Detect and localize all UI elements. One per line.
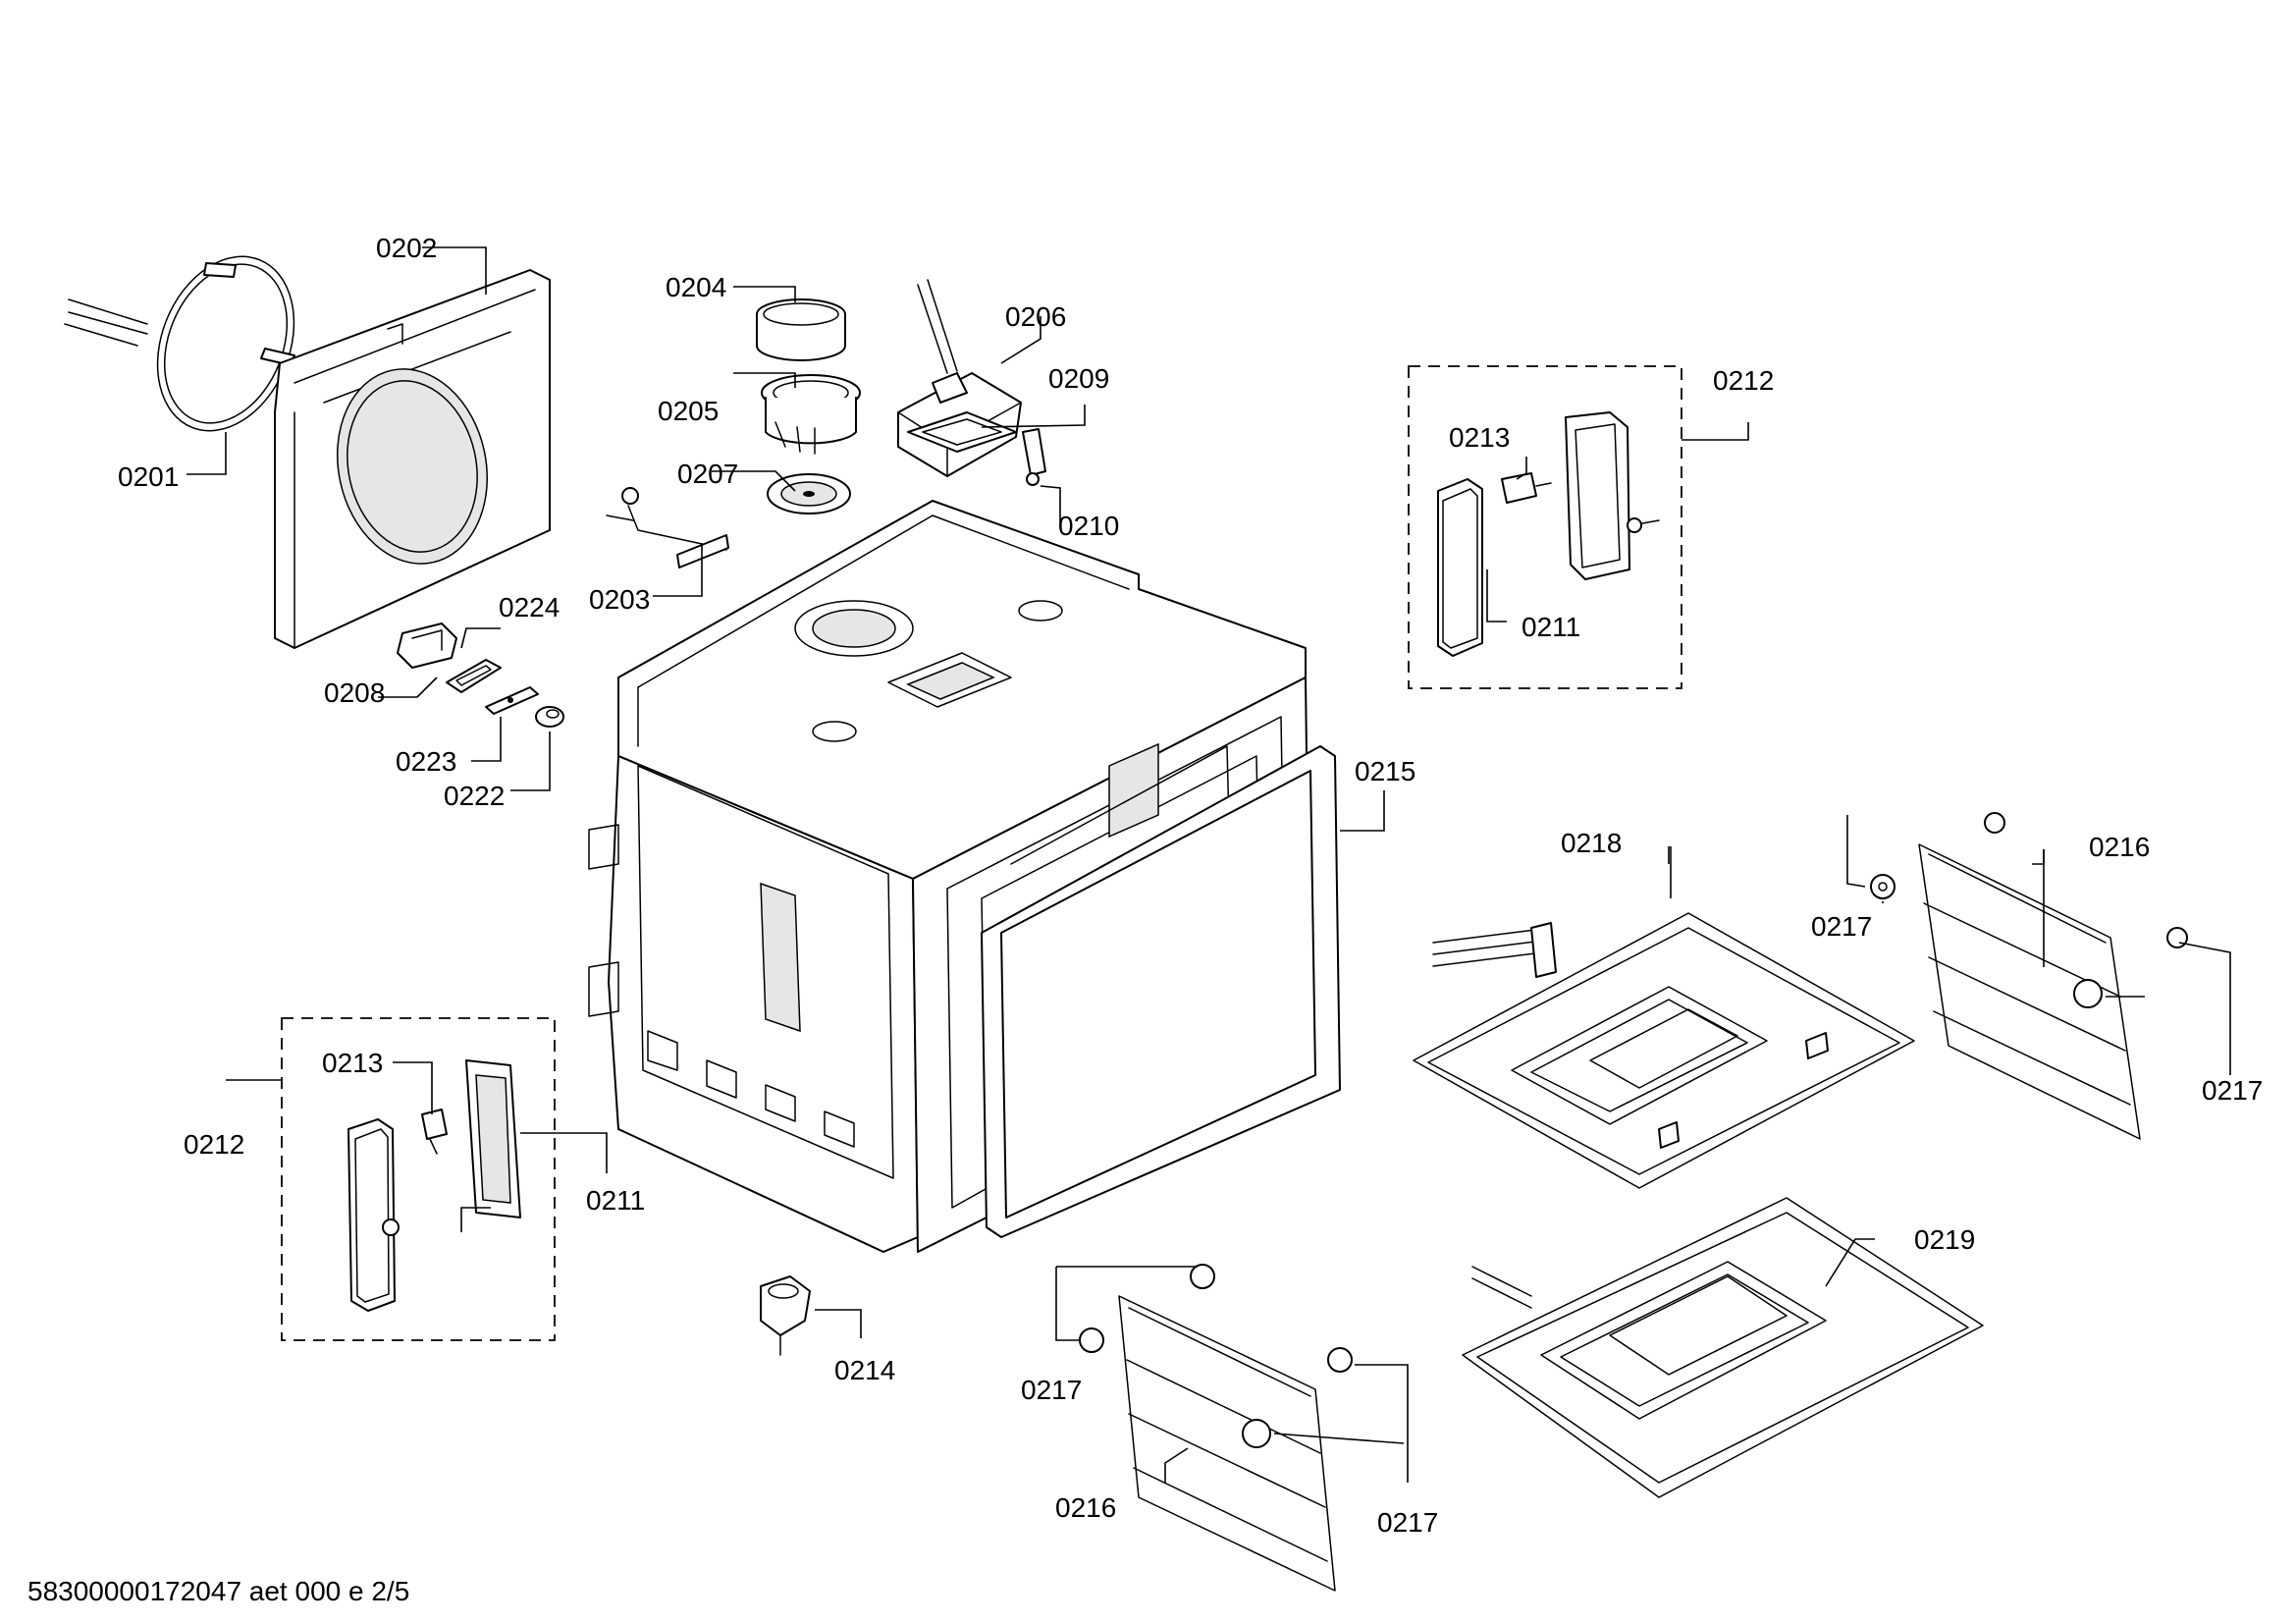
part-0210-switch bbox=[1022, 428, 1046, 486]
callout-0213-top: 0213 bbox=[1449, 422, 1510, 453]
callout-0212-bottom: 0212 bbox=[184, 1129, 244, 1160]
part-0222-lamp-cover bbox=[535, 706, 564, 728]
callout-0223: 0223 bbox=[396, 746, 456, 777]
callout-0207: 0207 bbox=[677, 459, 738, 489]
part-0214-sensor-socket bbox=[760, 1275, 811, 1356]
part-0208-lamp-housing bbox=[397, 623, 457, 669]
part-0204-fan-cover-ring bbox=[756, 298, 846, 361]
part-0205-fan-motor-mount bbox=[761, 374, 861, 455]
callout-0217-c: 0217 bbox=[1021, 1375, 1082, 1405]
callout-0204: 0204 bbox=[666, 272, 726, 302]
part-0216-side-rack-left bbox=[1118, 1295, 1336, 1592]
part-0218-grill-heating-element bbox=[1413, 912, 1915, 1189]
leader-lines bbox=[187, 246, 2231, 1483]
callout-0216-right: 0216 bbox=[2089, 832, 2150, 862]
group-0212-top bbox=[1408, 365, 1682, 689]
part-0215-door-gasket bbox=[981, 745, 1341, 1238]
callout-0217-a: 0217 bbox=[1811, 911, 1872, 942]
callout-0218: 0218 bbox=[1561, 828, 1622, 858]
callout-0222: 0222 bbox=[444, 781, 505, 811]
callout-0203: 0203 bbox=[589, 584, 650, 615]
part-0224-lamp-gasket bbox=[446, 659, 502, 693]
part-0209-gasket bbox=[907, 411, 1017, 453]
part-0202-rear-panel bbox=[274, 269, 551, 649]
callout-0213-bottom: 0213 bbox=[322, 1048, 383, 1078]
callout-0211-bottom: 0211 bbox=[586, 1185, 645, 1216]
callout-0208: 0208 bbox=[324, 677, 385, 708]
callout-labels: 0202 0201 0204 0205 0207 0203 0206 0209 … bbox=[118, 233, 2263, 1538]
callout-0215: 0215 bbox=[1355, 756, 1415, 786]
part-0217-fixings bbox=[1079, 812, 2188, 1448]
callout-0212-top: 0212 bbox=[1713, 365, 1774, 396]
part-0216-side-rack-right bbox=[1918, 843, 2141, 1140]
callout-0217-b: 0217 bbox=[2202, 1075, 2263, 1106]
callout-0201: 0201 bbox=[118, 461, 179, 492]
callout-0217-d: 0217 bbox=[1377, 1507, 1438, 1538]
group-0212-bottom bbox=[281, 1017, 556, 1341]
callout-0214: 0214 bbox=[834, 1355, 895, 1385]
callout-0209: 0209 bbox=[1048, 363, 1109, 394]
drawing-reference-footer: 58300000172047 aet 000 e 2/5 bbox=[27, 1576, 409, 1606]
callout-0224: 0224 bbox=[499, 592, 560, 623]
part-0201-circular-heating-element bbox=[64, 255, 295, 432]
part-0203-sensor bbox=[606, 487, 729, 568]
callout-0205: 0205 bbox=[658, 396, 719, 426]
part-0223-lamp-seal bbox=[485, 686, 539, 715]
callout-0219: 0219 bbox=[1914, 1224, 1975, 1255]
part-0219-bottom-heating-element bbox=[1462, 1197, 1984, 1498]
callout-0202: 0202 bbox=[376, 233, 437, 263]
callout-0206: 0206 bbox=[1005, 301, 1066, 332]
callout-0216-left: 0216 bbox=[1055, 1492, 1116, 1523]
callout-0211-top: 0211 bbox=[1522, 612, 1580, 642]
callout-0210: 0210 bbox=[1058, 511, 1119, 541]
part-0207-fan-wheel bbox=[767, 473, 851, 514]
